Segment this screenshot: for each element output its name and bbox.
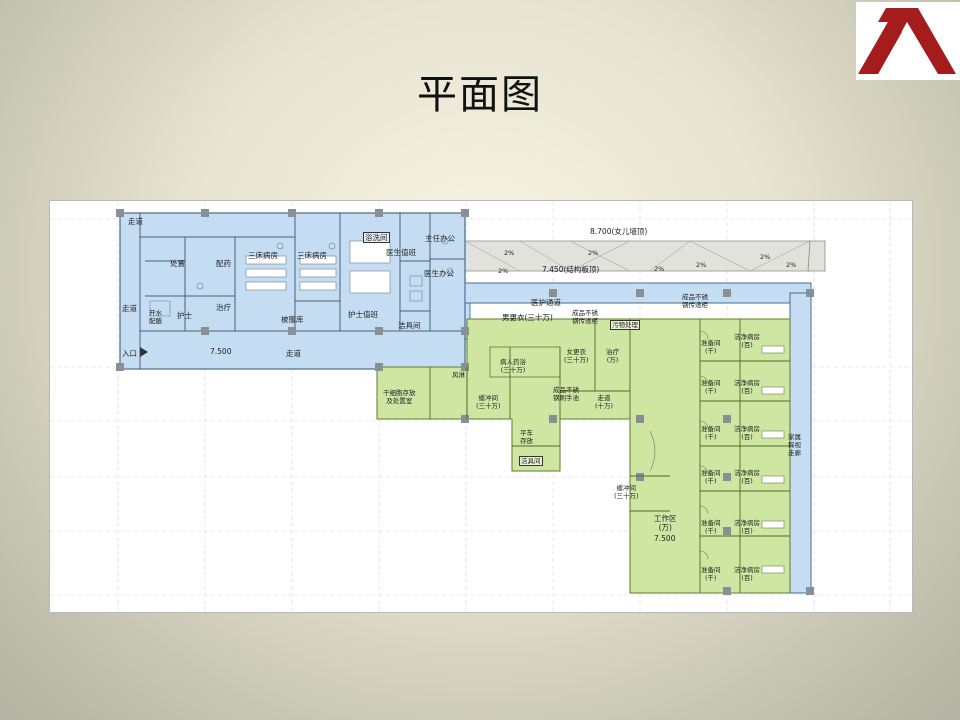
label-prep-room: 准备间 (千) [701,425,721,441]
label-corridor-top: 走道 [128,217,143,226]
label-roof-top: 8.700(女儿墙顶) [590,227,648,236]
label-clean-ward: 洁净病房 (百) [734,519,760,535]
label-elev-left: 7.500 [210,347,232,356]
label-male-change: 男更衣(三十万) [502,313,553,322]
label-slope-3: 2% [498,267,509,275]
label-buffer-300k: 缓冲间 (三十万) [476,394,501,410]
label-cart-store: 平车 存放 [520,429,533,445]
label-disposal: 处置 [170,259,185,268]
company-logo [856,2,960,80]
triangle-stripes-logo-icon [858,8,956,75]
label-ward-3bed-a: 三床病房 [248,251,278,260]
label-dirty-disposal: 污物处理 [610,320,640,330]
label-clean-ward: 洁净病房 (百) [734,469,760,485]
label-family-corridor: 家属 探视 走廊 [788,433,801,457]
label-elev-right: 7.500 [654,534,676,543]
label-dispensing: 配药 [216,259,231,268]
label-clean-utility-1: 洁具间 [398,321,421,330]
label-corridor-left: 走道 [122,304,137,313]
floor-plan-drawing [50,201,912,612]
label-corridor-100k: 走道 (十万) [595,394,614,410]
label-clean-ward: 洁净病房 (百) [734,566,760,582]
label-clean-ward: 洁净病房 (百) [734,379,760,395]
label-prep-room: 准备间 (千) [701,566,721,582]
label-dry-dressing: 干细胞存放 及处置室 [383,389,416,405]
label-work-area: 工作区 (万) [654,514,677,532]
label-buffer-2: 缓冲间 (三十万) [614,484,639,500]
label-ss-pass-2: 成品不锈 钢传递柜 [682,293,708,309]
label-ss-handwash: 成品不锈 钢刷手池 [553,386,579,402]
label-clean-utility-2: 洁具间 [519,456,543,466]
label-slope-6: 2% [760,253,771,261]
label-air-shower: 风淋 [452,371,465,379]
label-prep-room: 准备间 (千) [701,339,721,355]
label-shower-room: 浴洗间 [363,232,390,243]
label-boiling-water: 开水 配膳 [149,309,162,325]
label-entrance: 入口 [122,349,137,358]
label-female-change: 女更衣 (三十万) [564,348,589,364]
label-prep-room: 准备间 (千) [701,519,721,535]
label-ss-pass-1: 成品不锈 钢传递柜 [572,309,598,325]
label-slope-2: 2% [588,249,599,257]
label-treatment: 治疗 [216,303,231,312]
label-slope-1: 2% [504,249,515,257]
label-slope-4: 2% [654,265,665,273]
label-clean-ward: 洁净病房 (百) [734,425,760,441]
label-ward-3bed-b: 三床病房 [297,251,327,260]
label-director-office: 主任办公 [425,234,455,243]
label-treatment-wan: 治疗 (万) [606,348,619,364]
label-med-corridor: 医护通道 [531,298,561,307]
label-roof-struct: 7.450(结构板顶) [542,265,600,274]
label-slope-5: 2% [696,261,707,269]
label-nurse-station: 护士值班 [348,310,378,319]
slide-title: 平面图 [417,72,543,118]
label-patient-shower: 病人药浴 (三十万) [500,358,526,374]
label-doctor-duty: 医生值班 [386,248,416,257]
label-corridor-bottom: 走道 [286,349,301,358]
label-doctor-office: 医生办公 [424,269,454,278]
label-clean-ward: 洁净病房 (百) [734,333,760,349]
floor-plan: 走道 走道 处置 配药 治疗 开水 配膳 护士 三床病房 三床病房 被服库 护士… [49,200,913,613]
label-prep-room: 准备间 (千) [701,469,721,485]
label-bedding-store: 被服库 [281,315,304,324]
label-slope-7: 2% [786,261,797,269]
label-prep-room: 准备间 (千) [701,379,721,395]
label-nurse: 护士 [177,311,192,320]
